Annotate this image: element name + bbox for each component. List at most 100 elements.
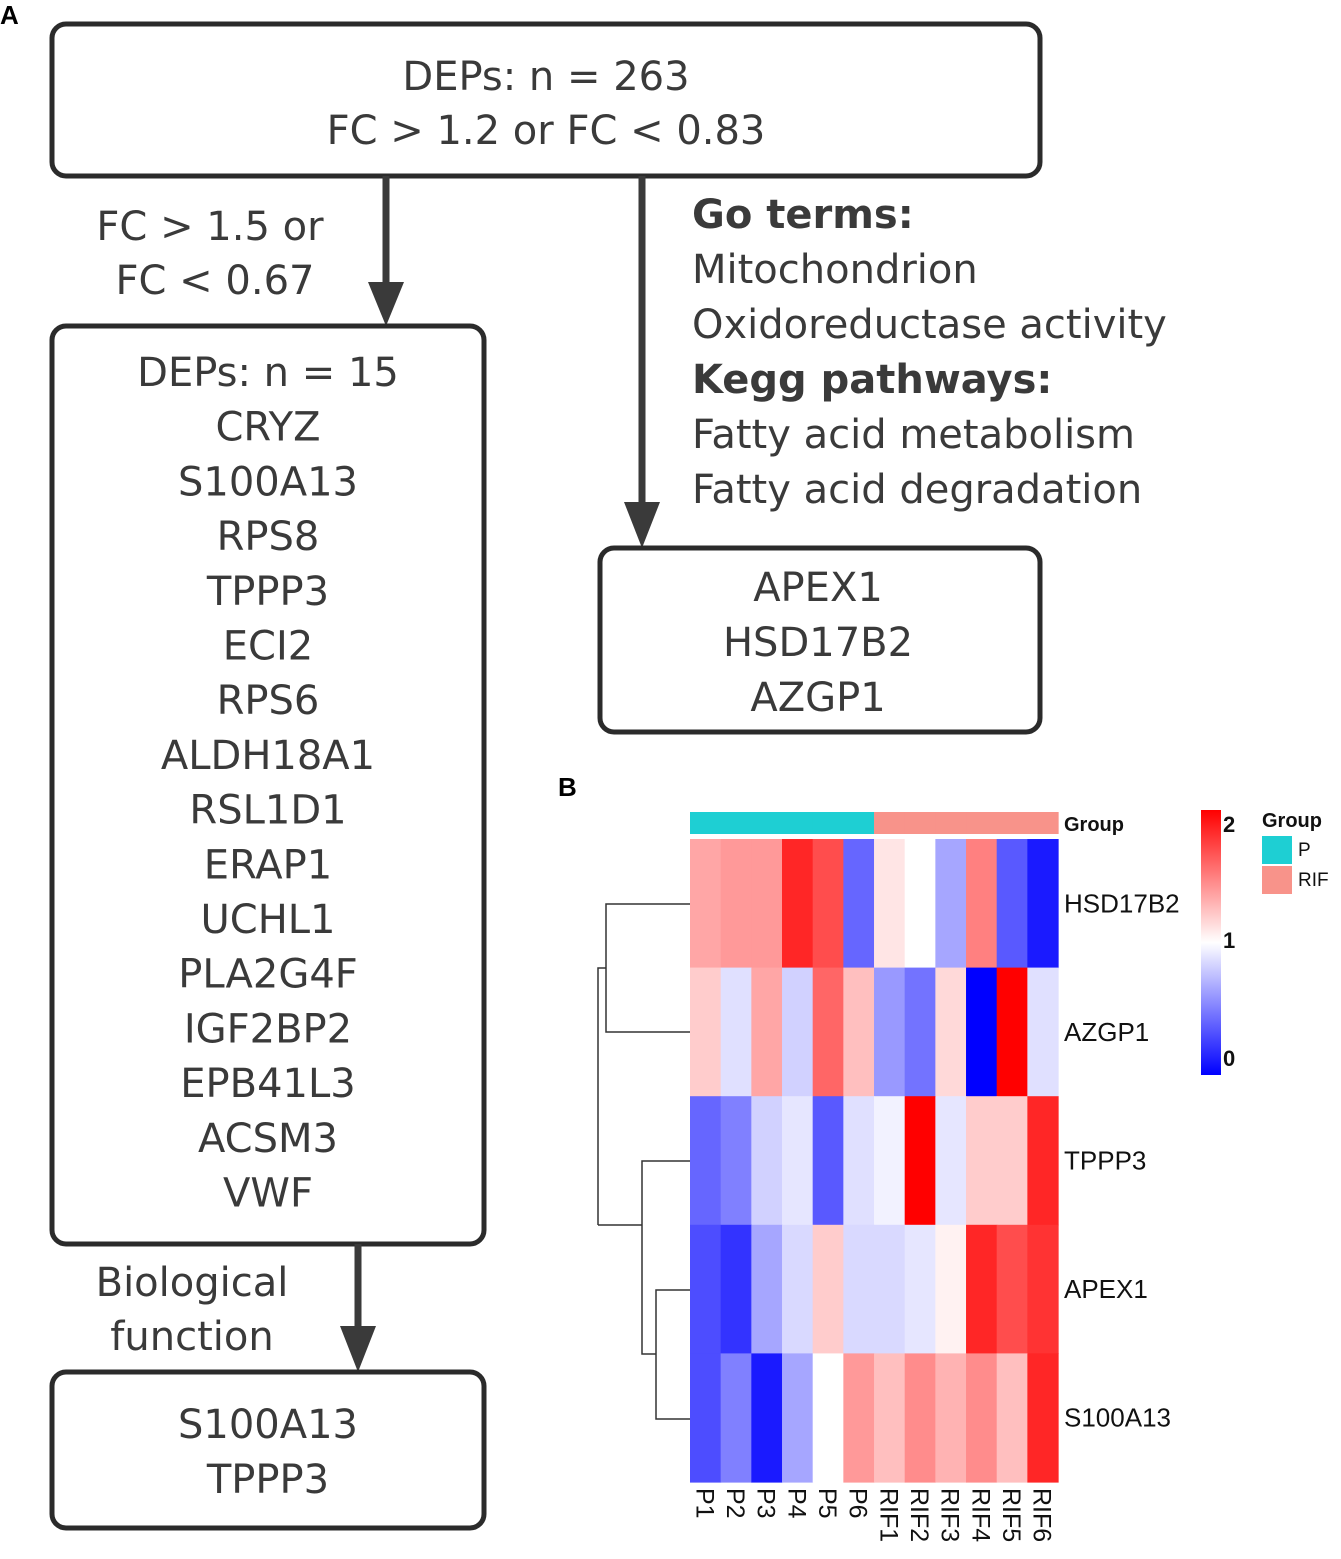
group-bar-cell-p1 [690,812,722,834]
column-label-p1: P1 [690,1488,718,1519]
heatmap-cell-s100a13-rif5 [996,1353,1028,1483]
heatmap-cell-tppp3-rif3 [935,1096,967,1226]
panel-b-label: B [558,772,577,802]
left-box-line-13: EPB41L3 [180,1061,355,1107]
group-bar-cell-p5 [812,812,844,834]
column-label-rif1: RIF1 [874,1488,902,1542]
heatmap-cell-hsd17b2-p5 [812,839,844,969]
group-bar-cell-p2 [720,812,752,834]
heatmap-cell-azgp1-p4 [782,967,814,1097]
group-bar-cell-rif6 [1027,812,1059,834]
group-annotation-bar [690,812,1059,834]
heatmap-cell-azgp1-rif3 [935,967,967,1097]
left-box-line-7: ALDH18A1 [161,733,375,779]
left-box-line-4: TPPP3 [206,569,329,615]
group-legend-swatch-rif [1262,866,1292,894]
heatmap-cell-s100a13-rif4 [966,1353,998,1483]
heatmap-cell-hsd17b2-rif6 [1027,839,1059,969]
row-label-hsd17b2: HSD17B2 [1064,888,1180,918]
right-box-line-2: AZGP1 [750,675,885,721]
column-label-p4: P4 [782,1488,810,1519]
left-arrow-label-line2: FC < 0.67 [116,258,315,304]
heatmap-cell-hsd17b2-rif4 [966,839,998,969]
heatmap-cell-azgp1-p3 [751,967,783,1097]
column-label-p6: P6 [844,1488,872,1519]
heatmap-cell-s100a13-rif2 [904,1353,936,1483]
column-label-p2: P2 [721,1488,749,1519]
heatmap-cell-apex1-rif1 [874,1224,906,1354]
heatmap-cell-tppp3-p5 [812,1096,844,1226]
heatmap-cell-azgp1-p1 [690,967,722,1097]
heatmap-cell-s100a13-p1 [690,1353,722,1483]
heatmap-cell-tppp3-p2 [720,1096,752,1226]
heatmap-cell-s100a13-rif3 [935,1353,967,1483]
go-term-2: Oxidoreductase activity [692,302,1167,348]
color-scale-bar [1201,810,1221,1075]
heatmap-cell-s100a13-rif1 [874,1353,906,1483]
group-legend-swatch-p [1262,836,1292,864]
bottom-box [49,1369,487,1531]
top-box-line1: DEPs: n = 263 [402,54,689,100]
right-arrow-head [624,502,660,548]
column-label-p3: P3 [752,1488,780,1519]
heatmap-cell-apex1-rif6 [1027,1224,1059,1354]
group-bar-cell-p3 [751,812,783,834]
heatmap-cell-apex1-p4 [782,1224,814,1354]
column-label-rif3: RIF3 [936,1488,964,1542]
group-bar-cell-rif3 [935,812,967,834]
heatmap-cell-tppp3-p1 [690,1096,722,1226]
group-legend-label-rif: RIF [1298,870,1329,891]
heatmap-cell-apex1-rif3 [935,1224,967,1354]
panel-a-label: A [0,0,19,30]
group-bar-cell-rif2 [904,812,936,834]
heatmap-cell-tppp3-rif2 [904,1096,936,1226]
heatmap-cell-azgp1-p5 [812,967,844,1097]
heatmap-cell-apex1-rif2 [904,1224,936,1354]
column-label-rif5: RIF5 [997,1488,1025,1542]
heatmap-cell-hsd17b2-rif3 [935,839,967,969]
row-label-apex1: APEX1 [1064,1274,1148,1304]
scale-tick-0: 0 [1223,1046,1235,1071]
group-legend-label-p: P [1298,840,1311,861]
left-box-line-8: RSL1D1 [189,788,346,834]
bottom-box-line-0: S100A13 [178,1402,358,1448]
heatmap-cell-hsd17b2-p4 [782,839,814,969]
heatmap-cell-hsd17b2-p3 [751,839,783,969]
heatmap-cell-hsd17b2-rif2 [904,839,936,969]
left-box-line-3: RPS8 [217,514,320,560]
group-legend-title: Group [1262,810,1322,832]
left-box-line-15: VWF [223,1171,313,1217]
heatmap-cell-tppp3-rif6 [1027,1096,1059,1226]
group-bar-cell-p6 [843,812,875,834]
heatmap-cell-tppp3-rif1 [874,1096,906,1226]
left-box-line-5: ECI2 [223,624,313,670]
heatmap-cell-azgp1-p2 [720,967,752,1097]
heatmap-cell-apex1-p5 [812,1224,844,1354]
go-term-1: Mitochondrion [692,247,978,293]
left-box-line-9: ERAP1 [204,842,332,888]
group-bar-cell-rif5 [996,812,1028,834]
left-box-line-10: UCHL1 [200,897,335,943]
right-box [597,545,1043,735]
column-label-p5: P5 [813,1488,841,1519]
heatmap-cell-tppp3-rif5 [996,1096,1028,1226]
heatmap-cell-apex1-p3 [751,1224,783,1354]
left-arrow-label-line1: FC > 1.5 or [96,204,324,250]
left-box-line-2: S100A13 [178,459,358,505]
right-box-line-1: HSD17B2 [723,620,913,666]
heatmap-cell-tppp3-p4 [782,1096,814,1226]
right-box-line-0: APEX1 [753,565,883,611]
heatmap-cell-s100a13-p4 [782,1353,814,1483]
heatmap-cell-azgp1-rif2 [904,967,936,1097]
scale-tick-1: 1 [1223,928,1235,953]
row-label-s100a13: S100A13 [1064,1403,1171,1433]
heatmap-cell-hsd17b2-p6 [843,839,875,969]
top-box-line2: FC > 1.2 or FC < 0.83 [327,108,766,154]
heatmap-cell-apex1-rif4 [966,1224,998,1354]
left-box [49,323,487,1247]
bottom-arrow-head [340,1326,376,1372]
heatmap-cell-hsd17b2-rif1 [874,839,906,969]
left-box-line-12: IGF2BP2 [184,1006,352,1052]
